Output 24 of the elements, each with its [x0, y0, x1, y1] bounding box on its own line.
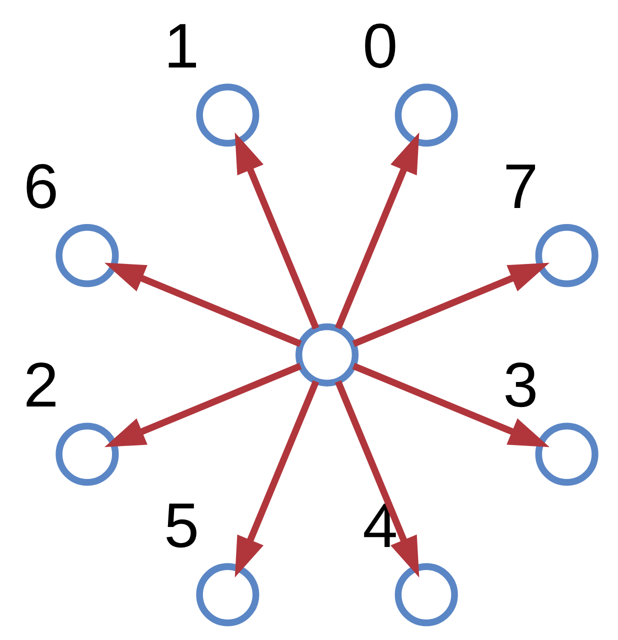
node-circle [295, 323, 359, 386]
node-circle [394, 84, 458, 147]
arrow [234, 380, 320, 578]
node-label: 5 [164, 491, 200, 562]
node-label: 3 [503, 350, 538, 421]
arrow [234, 132, 320, 330]
node-label: 1 [164, 12, 200, 82]
arrow [104, 262, 302, 348]
node-circle [535, 422, 598, 486]
node-label: 2 [23, 350, 59, 421]
node-circle [196, 84, 260, 147]
arrow [334, 380, 420, 578]
node-circle [56, 422, 119, 486]
arrow [352, 362, 550, 448]
arrow [352, 262, 550, 348]
node-label: 7 [503, 152, 538, 222]
node-circle [394, 563, 458, 626]
node-label: 0 [362, 12, 398, 82]
arrow [104, 362, 302, 448]
arrow [334, 132, 420, 330]
node-circle [196, 563, 260, 626]
node-label: 6 [23, 152, 59, 222]
node-circle [535, 224, 598, 288]
node-circle [56, 224, 119, 288]
